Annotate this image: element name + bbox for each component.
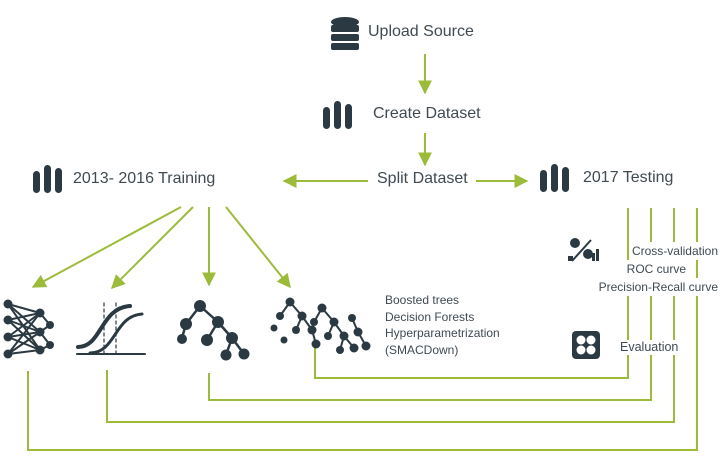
model-list-item: Decision Forests [385,309,475,324]
feedback-line-curve [106,208,675,423]
create-dataset-label: Create Dataset [373,105,481,122]
database-icon [331,17,359,50]
logistic-curve-icon [76,302,146,357]
evaluation-method-item: Cross-validation [628,242,718,260]
upload-source-label: Upload Source [368,23,474,40]
scatter-settings-icon [568,238,599,262]
arrow-training-to-curve [111,206,194,289]
model-list-item: Hyperparametrization [385,326,500,340]
evaluation-label: Evaluation [618,340,681,355]
evaluation-method-item: ROC curve [623,260,686,278]
evaluation-method-item: Precision-Recall curve [595,278,718,296]
model-list-item: Boosted trees [385,293,460,307]
evaluation-grid-icon [572,331,600,359]
model-list: Boosted trees Decision Forests Hyperpara… [385,292,500,358]
feedback-line-nn [27,208,698,451]
training-label: 2013- 2016 Training [73,170,216,187]
arrow-training-to-forest [225,206,291,289]
bar-chart-icon [33,165,62,193]
feedback-line-tree [208,208,652,401]
arrow-training-to-nn [31,206,182,288]
bar-chart-icon [323,101,352,129]
decision-forest-icon [270,297,371,354]
split-dataset-label: Split Dataset [377,170,468,187]
testing-label: 2017 Testing [583,169,674,186]
decision-tree-icon [177,300,250,361]
model-list-item: (SMACDown) [385,342,459,357]
bar-chart-icon [540,164,569,192]
evaluation-methods-list: Cross-validation ROC curve Precision-Rec… [595,242,718,296]
neural-network-icon [3,299,54,359]
